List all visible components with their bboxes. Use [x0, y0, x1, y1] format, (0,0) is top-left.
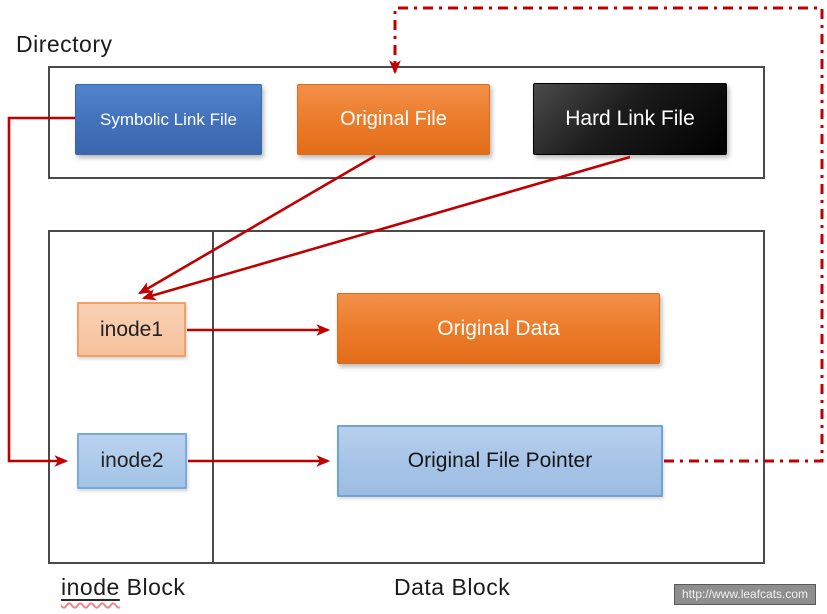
inode-word: inode [61, 574, 120, 600]
hard-link-file-label: Hard Link File [565, 107, 695, 130]
inode2-label: inode2 [100, 449, 164, 472]
original-file-pointer-box: Original File Pointer [337, 425, 663, 497]
directory-label: Directory [16, 31, 113, 57]
original-file-label: Original File [340, 108, 447, 130]
hard-link-file-box: Hard Link File [533, 83, 727, 155]
original-file-pointer-label: Original File Pointer [407, 449, 593, 472]
original-data-box: Original Data [337, 293, 660, 364]
inode1-box: inode1 [77, 302, 186, 357]
watermark: http://www.leafcats.com [674, 584, 817, 605]
inode1-label: inode1 [99, 317, 164, 341]
original-data-label: Original Data [437, 316, 560, 340]
block-divider [212, 230, 214, 564]
data-block-label: Data Block [394, 574, 511, 600]
inode-block-label: inode Block [61, 574, 186, 600]
original-file-box: Original File [297, 84, 490, 155]
symbolic-link-file-label: Symbolic Link File [100, 109, 237, 129]
symbolic-link-file-box: Symbolic Link File [75, 84, 262, 155]
inode2-box: inode2 [77, 433, 187, 489]
storage-box [48, 230, 765, 564]
